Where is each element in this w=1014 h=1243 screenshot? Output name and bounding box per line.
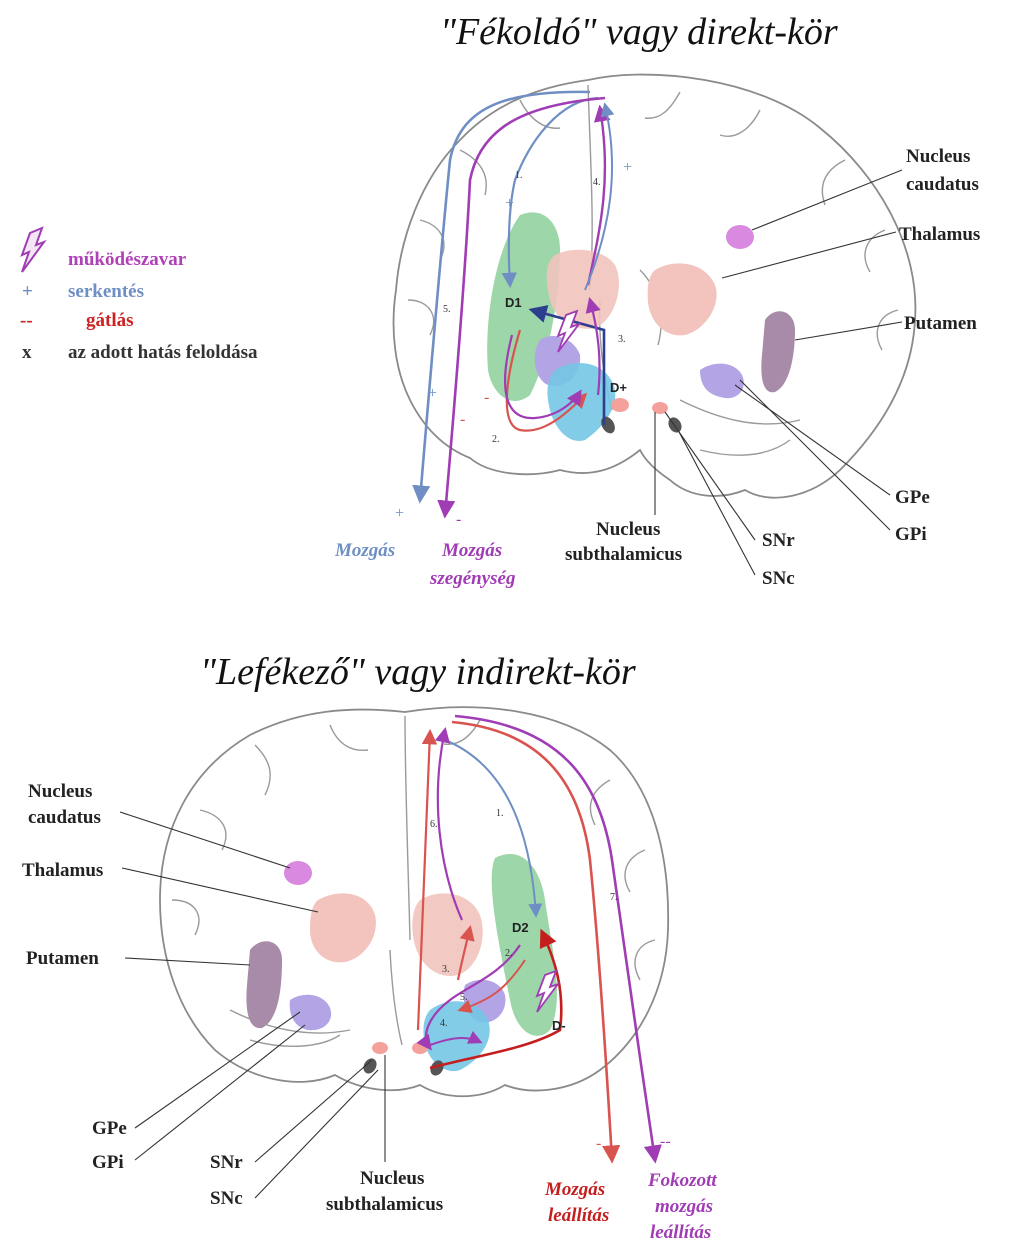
legend-release-symbol: x xyxy=(22,342,32,363)
label-thalamus-bottom: Thalamus xyxy=(22,860,103,881)
output-bottom-stop-1: Mozgás xyxy=(544,1179,605,1200)
receptor-d-plus: D+ xyxy=(610,380,627,395)
output-top-poverty-1: Mozgás xyxy=(441,540,502,561)
step-top-5: 5. xyxy=(443,304,451,315)
legend-release-label: az adott hatás feloldása xyxy=(68,342,258,363)
step-bottom-6: 6. xyxy=(430,819,438,830)
output-bottom-stop-2: leállítás xyxy=(548,1205,609,1226)
output-top-poverty-2: szegénység xyxy=(429,568,515,589)
step-bottom-1: 1. xyxy=(496,808,504,819)
legend-inhibition-label: gátlás xyxy=(86,310,134,331)
minus-mark-top-b: - xyxy=(484,389,489,406)
step-bottom-5: 5. xyxy=(460,992,468,1003)
brain-section-indirect xyxy=(160,707,668,1096)
output-bottom-minus: - xyxy=(596,1135,601,1152)
lightning-bolt-icon xyxy=(22,228,44,272)
step-top-1: 1. xyxy=(515,170,523,181)
label-gpe-top: GPe xyxy=(895,487,930,508)
label-caudate-top-1: Nucleus xyxy=(906,146,970,167)
receptor-d2: D2 xyxy=(512,920,529,935)
title-indirect-pathway: "Lefékező" vagy indirekt-kör xyxy=(200,651,636,693)
label-putamen-top: Putamen xyxy=(904,313,977,334)
legend-inhibition-symbol: -- xyxy=(20,310,33,331)
step-bottom-7: 7. xyxy=(610,892,618,903)
label-subthalamic-bottom-1: Nucleus xyxy=(360,1168,424,1189)
step-bottom-2: 2. xyxy=(505,948,513,959)
output-bottom-enhanced-2: mozgás xyxy=(655,1196,713,1217)
output-top-plus: + xyxy=(395,505,404,522)
receptor-d1: D1 xyxy=(505,295,522,310)
label-snc-bottom: SNc xyxy=(210,1188,243,1209)
label-subthalamic-top-2: subthalamicus xyxy=(565,544,682,565)
receptor-d-minus: D- xyxy=(552,1018,566,1033)
stn-spot-top-left xyxy=(611,398,629,412)
caudate-shape-bottom-left xyxy=(284,861,312,885)
output-bottom-enhanced-1: Fokozott xyxy=(647,1170,717,1191)
label-putamen-bottom: Putamen xyxy=(26,948,99,969)
label-snr-top: SNr xyxy=(762,530,795,551)
plus-mark-top-b: + xyxy=(623,159,632,176)
label-gpi-bottom: GPi xyxy=(92,1152,124,1173)
label-caudate-bottom-2: caudatus xyxy=(28,807,101,828)
output-bottom-enhanced-3: leállítás xyxy=(650,1222,711,1243)
label-gpe-bottom: GPe xyxy=(92,1118,127,1139)
title-direct-pathway: "Fékoldó" vagy direkt-kör xyxy=(440,11,838,53)
step-bottom-4: 4. xyxy=(440,1018,448,1029)
output-top-minus: - xyxy=(456,511,461,528)
label-subthalamic-top-1: Nucleus xyxy=(596,519,660,540)
stn-spot-bottom-right xyxy=(412,1042,428,1054)
step-bottom-3: 3. xyxy=(442,964,450,975)
label-caudate-top-2: caudatus xyxy=(906,174,979,195)
label-thalamus-top: Thalamus xyxy=(899,224,980,245)
output-top-movement: Mozgás xyxy=(334,540,395,561)
legend: működészavar + serkentés -- gátlás x az … xyxy=(20,228,258,363)
label-subthalamic-bottom-2: subthalamicus xyxy=(326,1194,443,1215)
minus-mark-top-a: - xyxy=(460,411,465,428)
legend-malfunction-label: működészavar xyxy=(68,249,187,270)
step-top-3: 3. xyxy=(618,334,626,345)
stn-spot-bottom-left xyxy=(372,1042,388,1054)
caudate-shape-top-right xyxy=(726,225,754,249)
output-bottom-double-minus: -- xyxy=(660,1133,671,1150)
label-snc-top: SNc xyxy=(762,568,795,589)
plus-mark-top-c: + xyxy=(428,385,437,402)
label-caudate-bottom-1: Nucleus xyxy=(28,781,92,802)
plus-mark-top-a: + xyxy=(505,195,514,212)
legend-excitation-label: serkentés xyxy=(68,281,144,302)
step-top-2: 2. xyxy=(492,434,500,445)
label-gpi-top: GPi xyxy=(895,524,927,545)
step-top-4: 4. xyxy=(593,177,601,188)
label-snr-bottom: SNr xyxy=(210,1152,243,1173)
legend-excitation-symbol: + xyxy=(22,281,33,302)
